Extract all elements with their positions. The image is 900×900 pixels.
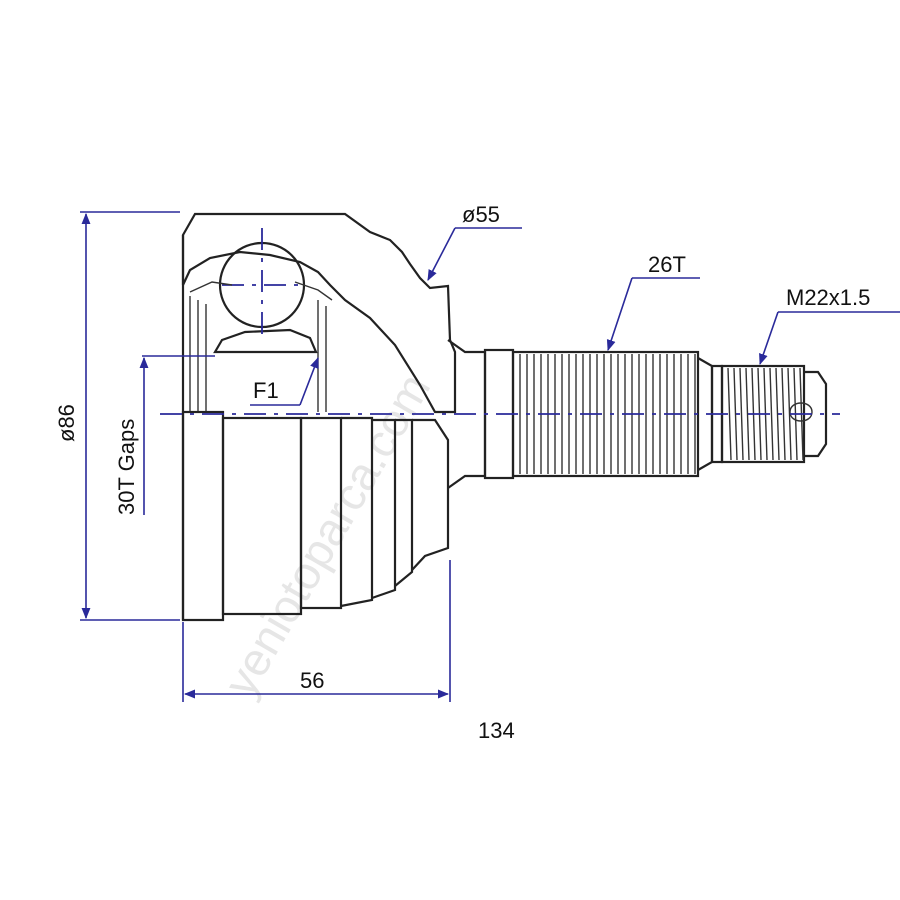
watermark: yeniotoparca.com — [214, 365, 441, 705]
outer-diameter-dimension: ø86 — [54, 211, 180, 621]
thread-line — [781, 367, 786, 461]
thread-callout: M22x1.5 — [759, 285, 900, 366]
width-dimension: 56 — [182, 560, 451, 702]
neck-diameter-label: ø55 — [462, 202, 500, 227]
thread-line — [745, 367, 750, 461]
thread-line — [739, 367, 744, 461]
thread-line — [769, 367, 774, 461]
inner-race-callout: F1 — [250, 356, 319, 406]
length-label: 134 — [478, 718, 515, 743]
gaps-dimension: 30T Gaps — [114, 355, 215, 515]
width-label: 56 — [300, 668, 324, 693]
gaps-label: 30T Gaps — [114, 419, 139, 515]
spline-callout: 26T — [606, 252, 700, 352]
outer-bell-body — [181, 235, 450, 622]
thread-label: M22x1.5 — [786, 285, 870, 310]
thread-line — [727, 367, 732, 461]
spline-label: 26T — [648, 252, 686, 277]
outer-bell-section — [181, 212, 457, 414]
thread-line — [775, 367, 780, 461]
outer-diameter-label: ø86 — [54, 404, 79, 442]
thread-line — [733, 367, 738, 461]
neck-diameter-callout: ø55 — [427, 202, 522, 281]
inner-race-label: F1 — [253, 378, 279, 403]
